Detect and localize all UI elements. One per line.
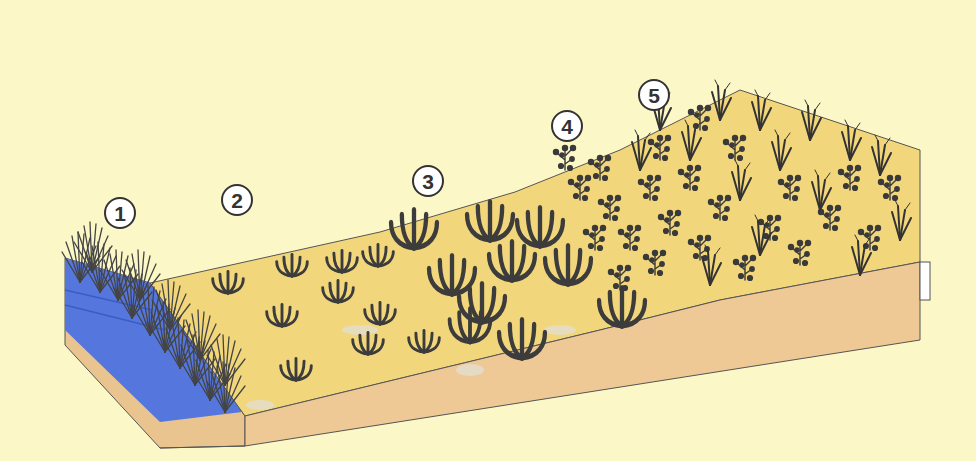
low-glasswort-zone: [213, 244, 440, 380]
front-face: [245, 262, 920, 446]
callout-number: 1: [114, 203, 126, 224]
bare-patches: [246, 325, 576, 410]
callout-number: 5: [648, 85, 660, 106]
tall-glasswort-zone: [391, 202, 645, 358]
zone-number-circle: 3: [412, 165, 444, 197]
reed-zone: [62, 222, 245, 412]
callout-number: 4: [561, 116, 573, 137]
zone-number-circle: 5: [638, 79, 670, 111]
scale-bar: [920, 262, 930, 300]
callout-number: 3: [422, 171, 434, 192]
upper-marsh-zone: [554, 80, 912, 290]
zone-number-circle: 1: [104, 197, 136, 229]
callout-number: 2: [231, 190, 243, 211]
zone-number-circle: 2: [221, 184, 253, 216]
zone-number-circle: 4: [551, 110, 583, 142]
base-edge: [160, 446, 245, 448]
